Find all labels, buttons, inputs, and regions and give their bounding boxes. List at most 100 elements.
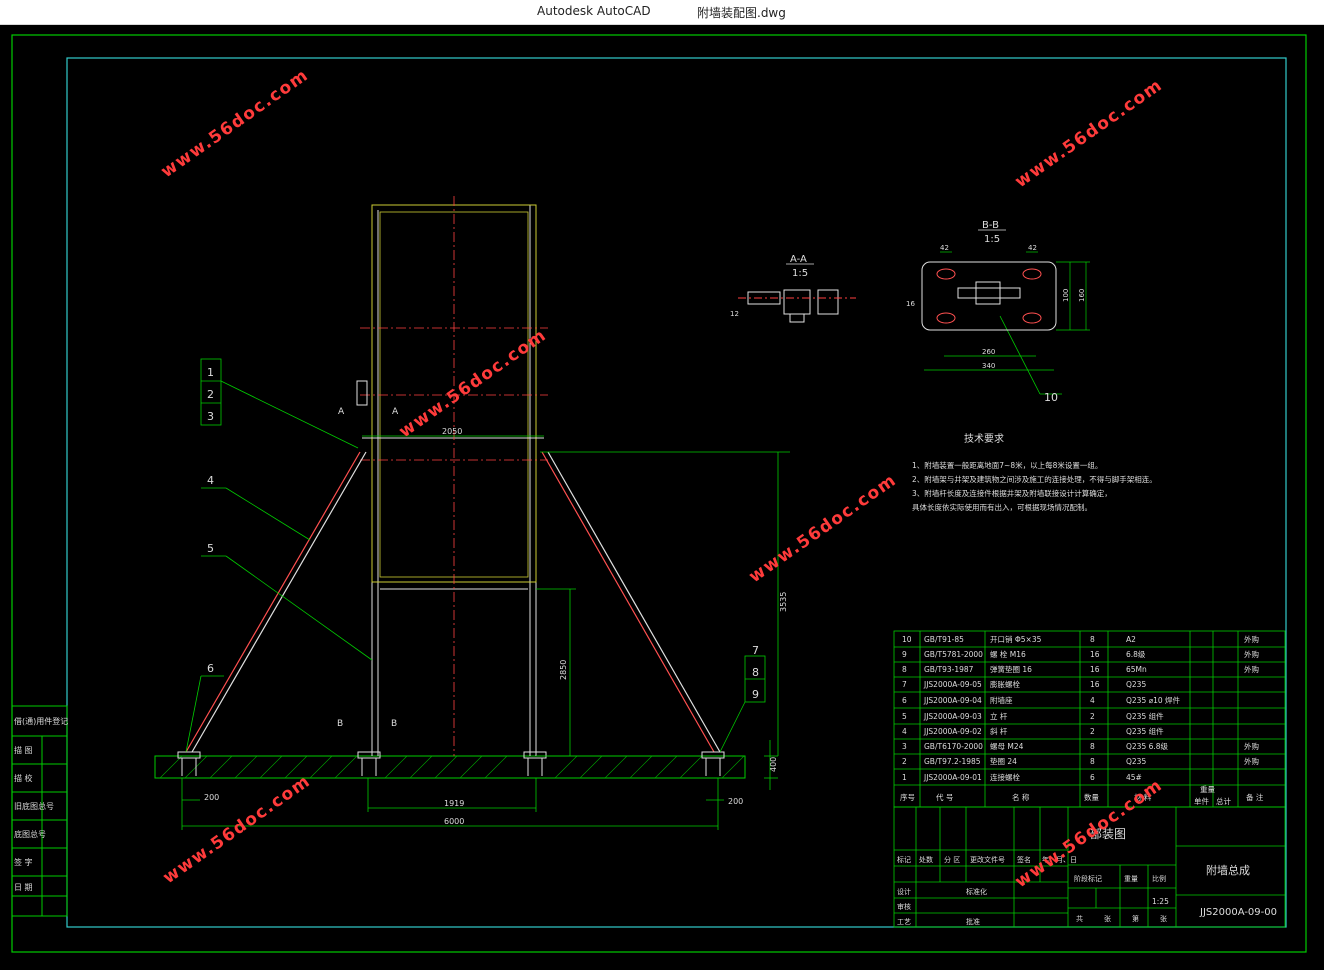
dim-bb-42a: 42 bbox=[940, 244, 949, 252]
dim-base-left: 200 bbox=[204, 793, 219, 802]
part-qty: 16 bbox=[1090, 650, 1100, 659]
window-title-bar: Autodesk AutoCAD 附墙装配图.dwg bbox=[0, 0, 1324, 25]
part-no: 5 bbox=[902, 712, 907, 721]
part-no: 3 bbox=[902, 742, 907, 751]
dim-bb-160: 160 bbox=[1078, 289, 1086, 302]
section-mark-b: B bbox=[337, 719, 343, 729]
tb-row: 设计 bbox=[897, 887, 911, 896]
watermark: www.56doc.com bbox=[157, 65, 312, 182]
part-material: 6.8级 bbox=[1126, 649, 1146, 659]
callout-4: 4 bbox=[207, 474, 214, 487]
callout-numbers: 1 2 3 4 5 6 7 8 9 10 bbox=[207, 366, 1058, 701]
dim-bb-100: 100 bbox=[1062, 289, 1070, 302]
diagonal-braces bbox=[185, 451, 721, 753]
tb-scale-label: 比例 bbox=[1152, 874, 1166, 883]
dim-foundation: 400 bbox=[769, 757, 778, 772]
part-code: GB/T6170-2000 bbox=[924, 742, 983, 751]
tb-sheet: 共 bbox=[1076, 914, 1083, 923]
part-name: 斜 杆 bbox=[990, 726, 1008, 736]
callout-3: 3 bbox=[207, 410, 214, 423]
section-markers: A A B B bbox=[337, 407, 399, 729]
part-name: 立 杆 bbox=[990, 711, 1008, 721]
part-code: JJS2000A-09-05 bbox=[923, 680, 982, 689]
part-name: 开口销 Φ5×35 bbox=[990, 634, 1042, 644]
app-title: Autodesk AutoCAD bbox=[537, 4, 651, 18]
part-no: 7 bbox=[902, 680, 907, 689]
callout-8: 8 bbox=[752, 666, 759, 679]
tb-approve: 批准 bbox=[966, 917, 980, 926]
parts-list-rows: 10 GB/T91-85 开口销 Φ5×35 8 A2 外购 9 GB/T578… bbox=[900, 634, 1264, 806]
tech-requirements: 技术要求 1、附墙装置一般距离地面7~8米，以上每8米设置一组。 2、附墙架与井… bbox=[912, 432, 1157, 512]
part-code: JJS2000A-09-04 bbox=[923, 696, 982, 705]
section-aa: A-A 1:5 12 bbox=[730, 254, 856, 323]
part-no: 8 bbox=[902, 665, 907, 674]
part-qty: 2 bbox=[1090, 727, 1095, 736]
drawing-canvas[interactable]: 借(通)用件登记 描 图 描 校 旧底图总号 底图总号 签 字 日 期 bbox=[0, 24, 1324, 966]
side-table bbox=[11, 705, 68, 917]
header-code: 代 号 bbox=[936, 792, 953, 802]
part-note: 外购 bbox=[1244, 741, 1259, 751]
part-material: 65Mn bbox=[1126, 665, 1147, 674]
section-bb: B-B 1:5 42 42 260 340 100 160 16 bbox=[906, 220, 1090, 371]
callout-1: 1 bbox=[207, 366, 214, 379]
side-label: 签 字 bbox=[14, 857, 33, 867]
callout-9: 9 bbox=[752, 688, 759, 701]
drawing-title: 附墙总成 bbox=[1206, 863, 1250, 877]
tb-row: 标准化 bbox=[966, 887, 987, 896]
drawing-scale: 1:25 bbox=[1152, 897, 1169, 906]
section-bb-title: B-B bbox=[982, 220, 999, 231]
inner-frame bbox=[66, 57, 1287, 928]
dim-inner-span: 1919 bbox=[444, 799, 464, 808]
callout-leaders bbox=[185, 315, 1062, 753]
header-no: 序号 bbox=[900, 792, 915, 802]
header-name: 名 称 bbox=[1012, 792, 1030, 802]
section-aa-scale: 1:5 bbox=[792, 268, 808, 279]
part-qty: 8 bbox=[1090, 742, 1095, 751]
part-code: JJS2000A-09-03 bbox=[923, 712, 982, 721]
tb-weight: 重量 bbox=[1124, 875, 1138, 883]
tech-item: 2、附墙架与井架及建筑物之间涉及施工的连接处理，不得与脚手架相连。 bbox=[912, 474, 1157, 484]
base-plates bbox=[177, 751, 725, 776]
tb-header: 分 区 bbox=[944, 855, 960, 864]
section-mark-b: B bbox=[391, 719, 397, 729]
part-material: Q235 bbox=[1126, 757, 1146, 766]
tb-header: 标记 bbox=[897, 855, 911, 864]
part-no: 4 bbox=[902, 727, 907, 736]
dim-bb-16: 16 bbox=[906, 300, 915, 308]
header-weight: 重量 bbox=[1200, 785, 1216, 794]
part-material: Q235 组件 bbox=[1126, 726, 1164, 736]
section-bb-scale: 1:5 bbox=[984, 234, 1000, 245]
parts-list-grid bbox=[893, 630, 1286, 808]
side-table-labels: 借(通)用件登记 描 图 描 校 旧底图总号 底图总号 签 字 日 期 bbox=[14, 716, 68, 892]
tech-title: 技术要求 bbox=[964, 432, 1004, 445]
section-aa-title: A-A bbox=[790, 254, 807, 265]
side-label: 借(通)用件登记 bbox=[14, 716, 68, 726]
header-single: 单件 bbox=[1194, 796, 1210, 806]
dim-overall: 6000 bbox=[444, 817, 464, 826]
part-material: Q235 组件 bbox=[1126, 711, 1164, 721]
part-name: 连接螺栓 bbox=[990, 772, 1020, 782]
part-note: 外购 bbox=[1244, 649, 1259, 659]
part-no: 10 bbox=[902, 635, 912, 644]
foundation bbox=[154, 755, 746, 779]
callout-2: 2 bbox=[207, 388, 214, 401]
title-block-grid bbox=[893, 806, 1286, 928]
part-no: 2 bbox=[902, 757, 907, 766]
watermark: www.56doc.com bbox=[1011, 75, 1166, 192]
side-label: 旧底图总号 bbox=[14, 801, 54, 811]
part-qty: 6 bbox=[1090, 773, 1095, 782]
cad-drawing[interactable]: 借(通)用件登记 描 图 描 校 旧底图总号 底图总号 签 字 日 期 bbox=[0, 24, 1324, 966]
tb-row: 工艺 bbox=[897, 918, 911, 926]
dim-bb-42b: 42 bbox=[1028, 244, 1037, 252]
watermark: www.56doc.com bbox=[159, 771, 314, 888]
part-code: GB/T97.2-1985 bbox=[924, 757, 981, 766]
dimension-lines bbox=[181, 435, 790, 830]
part-qty: 8 bbox=[1090, 757, 1095, 766]
dim-base-right: 200 bbox=[728, 797, 743, 806]
part-note: 外购 bbox=[1244, 634, 1259, 644]
part-code: GB/T5781-2000 bbox=[924, 650, 983, 659]
part-material: Q235 bbox=[1126, 680, 1146, 689]
document-title[interactable]: 附墙装配图.dwg bbox=[697, 6, 786, 20]
dimension-texts: 2050 2850 3535 400 200 200 1919 6000 bbox=[204, 427, 788, 826]
part-no: 9 bbox=[902, 650, 907, 659]
